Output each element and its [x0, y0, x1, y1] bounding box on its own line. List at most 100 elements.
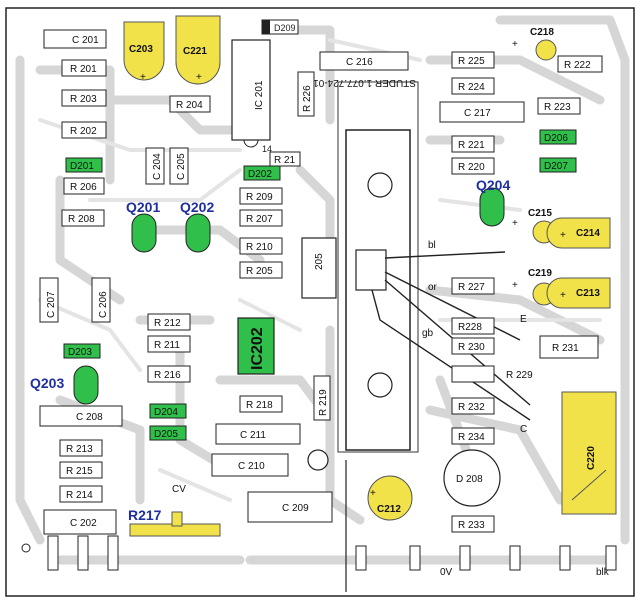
resistor-r234: R 234 [451, 427, 495, 445]
capacitor-c213: C213 + [546, 277, 611, 309]
pad-label-e: E [520, 314, 527, 325]
svg-text:C 217: C 217 [464, 108, 491, 119]
resistor-r230: R 230 [451, 337, 495, 355]
resistor-r211: R 211 [147, 335, 191, 353]
capacitor-c205: C 205 [169, 147, 189, 185]
resistor-r209: R 209 [239, 187, 283, 205]
svg-text:C 207: C 207 [46, 291, 57, 318]
capacitor-c218: C218 + [512, 27, 557, 61]
svg-text:D204: D204 [154, 407, 178, 418]
capacitor-c207: C 207 [39, 277, 59, 323]
svg-text:R 21: R 21 [274, 155, 296, 166]
capacitor-c201: C 201 [43, 29, 107, 49]
wire-label-or: or [428, 282, 438, 293]
svg-text:R 226: R 226 [302, 85, 313, 112]
svg-text:D205: D205 [154, 429, 178, 440]
svg-text:R 231: R 231 [552, 343, 579, 354]
transistor-q204: Q204 [476, 177, 510, 227]
svg-text:R 204: R 204 [176, 100, 203, 111]
resistor-r223: R 223 [537, 97, 581, 115]
resistor-r210: R 210 [239, 237, 283, 255]
resistor-r217: R217 [128, 507, 221, 537]
resistor-r212: R 212 [147, 313, 191, 331]
svg-text:D206: D206 [544, 133, 568, 144]
svg-text:C 208: C 208 [76, 412, 103, 423]
svg-text:D207: D207 [544, 161, 568, 172]
resistor-r213: R 213 [59, 439, 103, 457]
svg-text:R 201: R 201 [70, 64, 97, 75]
svg-text:R228: R228 [458, 322, 482, 333]
board-marking: STUDER 1.077.724-01 [313, 77, 416, 88]
svg-text:C218: C218 [530, 27, 554, 38]
wire-label-bl: bl [428, 240, 436, 251]
resistor-r228: R228 [451, 317, 495, 335]
resistor-r227: R 227 [451, 277, 495, 295]
svg-text:R 205: R 205 [246, 266, 273, 277]
heatsink-plate [345, 129, 411, 451]
capacitor-c212: C212 + [367, 475, 413, 521]
wire-label-gb: gb [422, 328, 434, 339]
resistor-r214: R 214 [59, 485, 103, 503]
resistor-r224: R 224 [451, 77, 495, 95]
svg-text:R 214: R 214 [66, 490, 93, 501]
power-transistor [355, 249, 387, 291]
resistor-r233: R 233 [451, 515, 495, 533]
svg-text:R 225: R 225 [458, 56, 485, 67]
resistor-r203: R 203 [61, 89, 107, 107]
capacitor-c217: C 217 [439, 101, 525, 123]
capacitor-c221: C221 + [175, 15, 221, 85]
svg-text:D202: D202 [248, 169, 272, 180]
capacitor-c209: C 209 [247, 491, 333, 523]
diode-d201: D201 [65, 157, 103, 173]
resistor-r226: R 226 [297, 71, 315, 117]
resistor-r218: R 218 [239, 395, 283, 413]
svg-text:R 230: R 230 [458, 342, 485, 353]
transistor-q203: Q203 [30, 365, 99, 405]
svg-text:+: + [370, 488, 376, 499]
svg-text:C 216: C 216 [346, 57, 373, 68]
svg-text:C 210: C 210 [238, 461, 265, 472]
svg-text:R 210: R 210 [246, 242, 273, 253]
svg-text:+: + [512, 39, 518, 50]
capacitor-c208: C 208 [39, 405, 123, 427]
svg-text:C 205: C 205 [176, 153, 187, 180]
svg-text:C203: C203 [129, 44, 153, 55]
resistor-r206: R 206 [63, 177, 105, 195]
svg-text:14: 14 [262, 144, 272, 154]
svg-text:C213: C213 [576, 288, 600, 299]
svg-text:R 202: R 202 [70, 126, 97, 137]
svg-text:R 233: R 233 [458, 520, 485, 531]
capacitor-c203: C203 + [123, 21, 165, 83]
svg-text:Q203: Q203 [30, 375, 64, 391]
svg-text:D201: D201 [70, 161, 94, 172]
svg-text:C215: C215 [528, 208, 552, 219]
svg-text:+: + [512, 218, 518, 229]
resistor-r232: R 232 [451, 397, 495, 415]
ic201: IC 201 14 [231, 39, 272, 154]
resistor-r220: R 220 [451, 157, 495, 175]
svg-text:C221: C221 [183, 46, 207, 57]
diode-d207: D207 [539, 157, 577, 173]
capacitor-c210: C 210 [211, 453, 289, 477]
svg-text:R 215: R 215 [66, 466, 93, 477]
resistor-r202: R 202 [61, 121, 107, 139]
svg-text:Q201: Q201 [126, 199, 160, 215]
svg-text:R 213: R 213 [66, 444, 93, 455]
svg-text:Q204: Q204 [476, 177, 510, 193]
svg-text:R 221: R 221 [458, 140, 485, 151]
svg-text:R 218: R 218 [246, 400, 273, 411]
svg-text:IC202: IC202 [249, 327, 266, 370]
svg-text:R 212: R 212 [154, 318, 181, 329]
resistor-r216: R 216 [147, 365, 191, 383]
capacitor-c211: C 211 [215, 423, 301, 445]
connector-pads [21, 535, 617, 571]
label-0v: 0V [440, 567, 453, 578]
diode-d205: D205 [149, 425, 187, 441]
svg-text:D209: D209 [274, 23, 296, 33]
transistor-q202: Q202 [180, 199, 214, 253]
svg-text:R 216: R 216 [154, 370, 181, 381]
capacitor-c220: C220 [561, 391, 617, 515]
svg-text:C219: C219 [528, 268, 552, 279]
label-blk: blk [596, 567, 610, 578]
svg-text:R 203: R 203 [70, 94, 97, 105]
